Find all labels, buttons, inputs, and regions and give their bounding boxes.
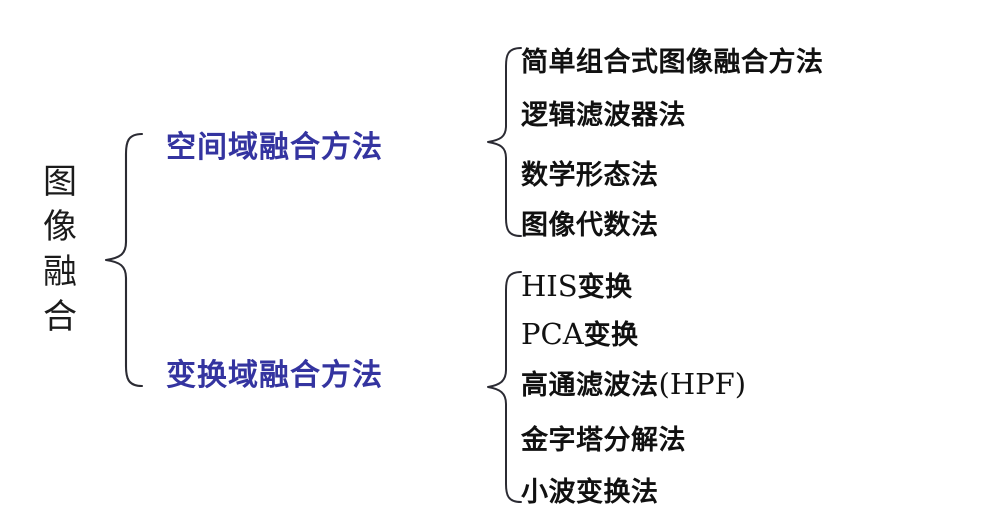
leaf-text-pca-transform: 变换 <box>583 320 639 351</box>
root-label-char-3: 融 <box>43 252 77 292</box>
leaf-item-pyramid-decomposition: 金字塔分解法 <box>521 425 686 456</box>
root-label-char-4: 合 <box>43 297 77 337</box>
root-brace <box>104 132 144 388</box>
leaf-text-high-pass-filter: 高通滤波法 <box>521 370 659 401</box>
leaf-item-simple-combination: 简单组合式图像融合方法 <box>521 47 824 78</box>
root-label-char-2: 像 <box>43 207 77 247</box>
leaf-latin-his: HIS <box>521 269 578 303</box>
leaf-latin-pca: PCA <box>521 317 584 351</box>
leaf-item-wavelet-transform: 小波变换法 <box>521 477 659 508</box>
branch-brace-transform-domain <box>487 271 522 503</box>
leaf-item-pca-transform: PCA变换 <box>521 313 639 352</box>
leaf-item-image-algebra: 图像代数法 <box>521 210 659 241</box>
leaf-item-his-transform: HIS变换 <box>521 265 633 304</box>
branch-label-transform-domain: 变换域融合方法 <box>166 358 383 393</box>
leaf-item-logic-filter: 逻辑滤波器法 <box>521 100 686 131</box>
root-label-char-1: 图 <box>43 162 77 202</box>
leaf-item-mathematical-morphology: 数学形态法 <box>521 160 659 191</box>
branch-brace-spatial-domain <box>487 47 522 237</box>
leaf-item-high-pass-filter: 高通滤波法(HPF) <box>521 363 746 402</box>
leaf-latin-hpf: (HPF) <box>658 367 747 401</box>
branch-label-spatial-domain: 空间域融合方法 <box>166 130 383 165</box>
leaf-text-his-transform: 变换 <box>577 272 633 303</box>
root-node-label: 图 像 融 合 <box>38 160 82 340</box>
